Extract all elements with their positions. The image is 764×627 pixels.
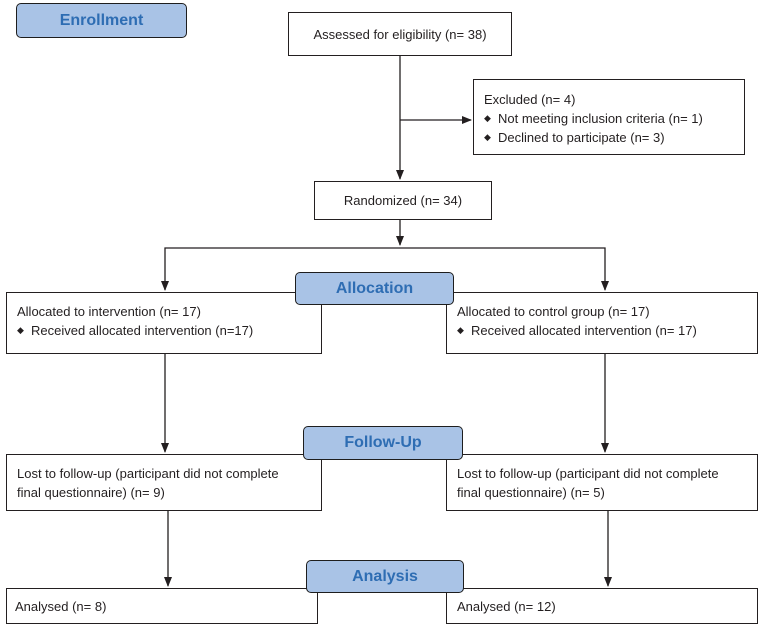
connector-to-intervention [161,247,400,291]
excluded-box: Excluded (n= 4) ◆Not meeting inclusion c… [473,79,745,155]
stage-allocation: Allocation [295,272,454,305]
intervention-followup-box: Lost to follow-up (participant did not c… [6,454,322,511]
diamond-icon: ◆ [484,113,491,123]
intervention-allocation-item: ◆Received allocated intervention (n=17) [17,323,254,338]
diamond-icon: ◆ [457,325,464,335]
control-followup-box: Lost to follow-up (participant did not c… [446,454,758,511]
connector-to-control [400,247,609,291]
control-followup-line1: Lost to follow-up (participant did not c… [457,466,719,481]
control-followup-line2: final questionnaire) (n= 5) [457,485,605,500]
intervention-followup-line1: Lost to follow-up (participant did not c… [17,466,279,481]
control-allocation-title: Allocated to control group (n= 17) [457,304,650,319]
intervention-analysis-box: Analysed (n= 8) [6,588,318,624]
intervention-analysis-label: Analysed (n= 8) [15,599,107,614]
excluded-item: ◆Not meeting inclusion criteria (n= 1) [484,111,703,126]
control-analysis-label: Analysed (n= 12) [457,599,556,614]
excluded-item: ◆Declined to participate (n= 3) [484,130,665,145]
stage-enrollment: Enrollment [16,3,187,38]
assessed-box: Assessed for eligibility (n= 38) [288,12,512,56]
stage-follow-up: Follow-Up [303,426,463,460]
stage-analysis: Analysis [306,560,464,593]
intervention-allocation-box: Allocated to intervention (n= 17) ◆Recei… [6,292,322,354]
diamond-icon: ◆ [484,132,491,142]
control-allocation-item: ◆Received allocated intervention (n= 17) [457,323,697,338]
control-analysis-box: Analysed (n= 12) [446,588,758,624]
excluded-title: Excluded (n= 4) [484,92,576,107]
diamond-icon: ◆ [17,325,24,335]
randomized-box: Randomized (n= 34) [314,181,492,220]
control-allocation-box: Allocated to control group (n= 17) ◆Rece… [446,292,758,354]
intervention-allocation-title: Allocated to intervention (n= 17) [17,304,201,319]
intervention-followup-line2: final questionnaire) (n= 9) [17,485,165,500]
